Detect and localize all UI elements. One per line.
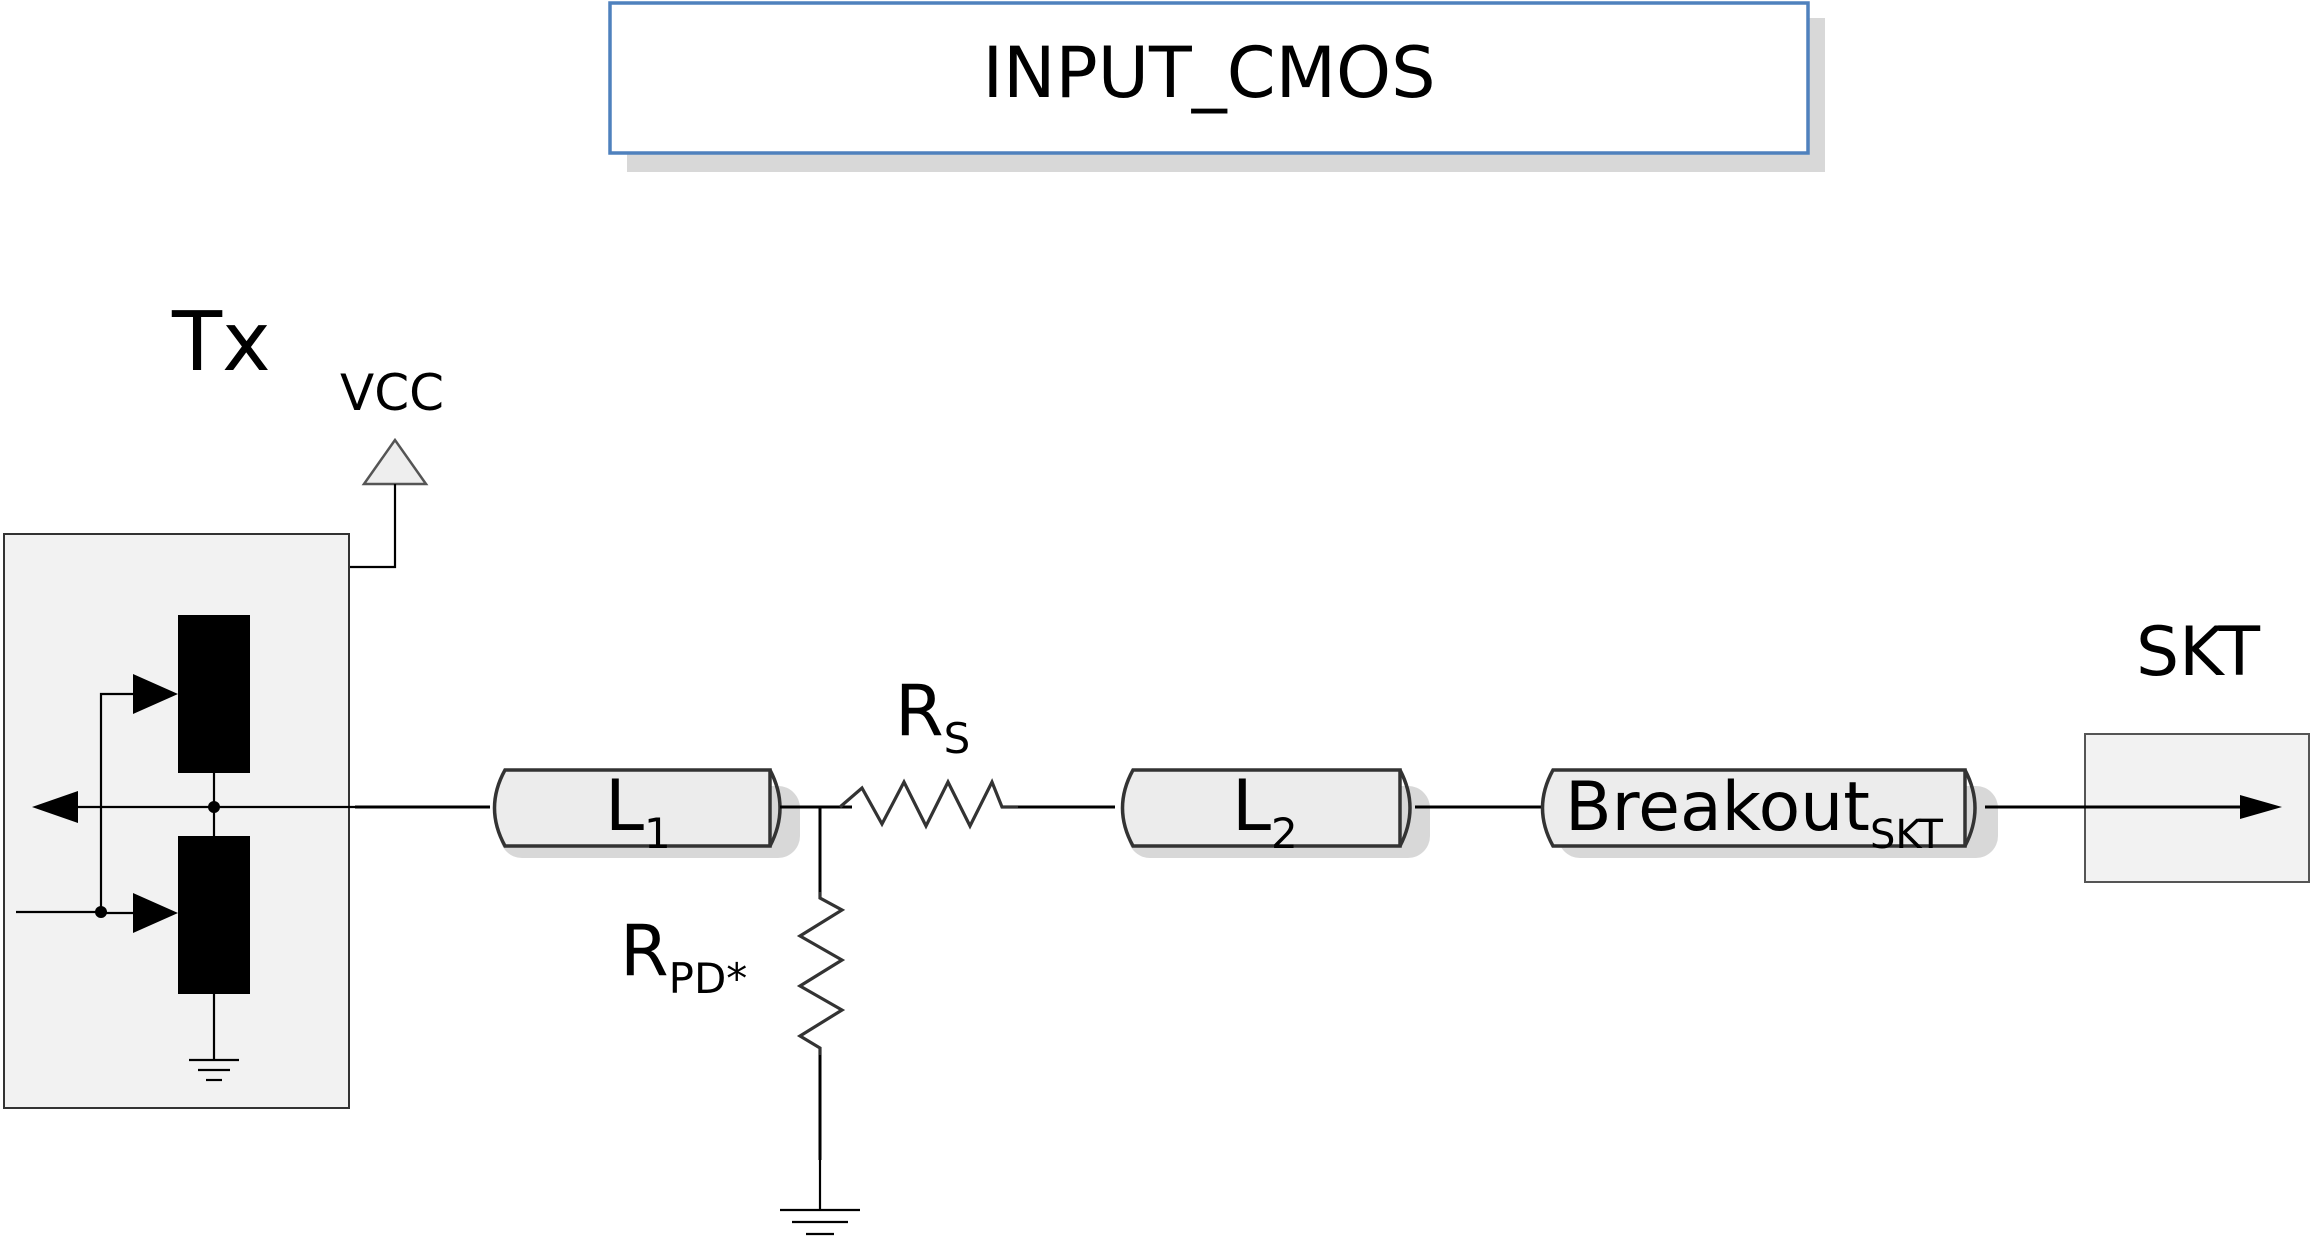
gate-arrow-lower-icon	[133, 893, 178, 933]
title-text: INPUT_CMOS	[982, 32, 1435, 114]
vcc-triangle-icon	[361, 437, 429, 486]
skt-arrow-icon	[2240, 795, 2282, 819]
gate-arrow-upper-icon	[133, 674, 178, 714]
l1-label: L1	[605, 765, 671, 858]
tx-block	[3, 533, 355, 1109]
nmos-transistor	[178, 836, 250, 994]
rpd-resistor: RPD*	[620, 892, 846, 1160]
title-border	[608, 1, 1810, 155]
skt-label: SKT	[2136, 613, 2260, 692]
junction-dot	[95, 906, 107, 918]
breakout-transmission-line: BreakoutSKT	[1540, 768, 1998, 858]
tx-label: Tx	[171, 295, 271, 390]
breakout-label: BreakoutSKT	[1565, 768, 1943, 858]
rs-label: RS	[895, 670, 970, 763]
l2-transmission-line: L2	[1120, 765, 1430, 858]
vcc-label: VCC	[340, 364, 444, 422]
pmos-transistor	[178, 615, 250, 773]
output-arrow-icon	[32, 791, 78, 823]
ground-icon	[780, 1160, 860, 1236]
l1-transmission-line: L1	[492, 765, 800, 858]
title-box: INPUT_CMOS	[608, 1, 1825, 172]
rs-resistor: RS	[838, 670, 1115, 830]
l2-label: L2	[1232, 765, 1298, 858]
rpd-label: RPD*	[620, 910, 747, 1003]
